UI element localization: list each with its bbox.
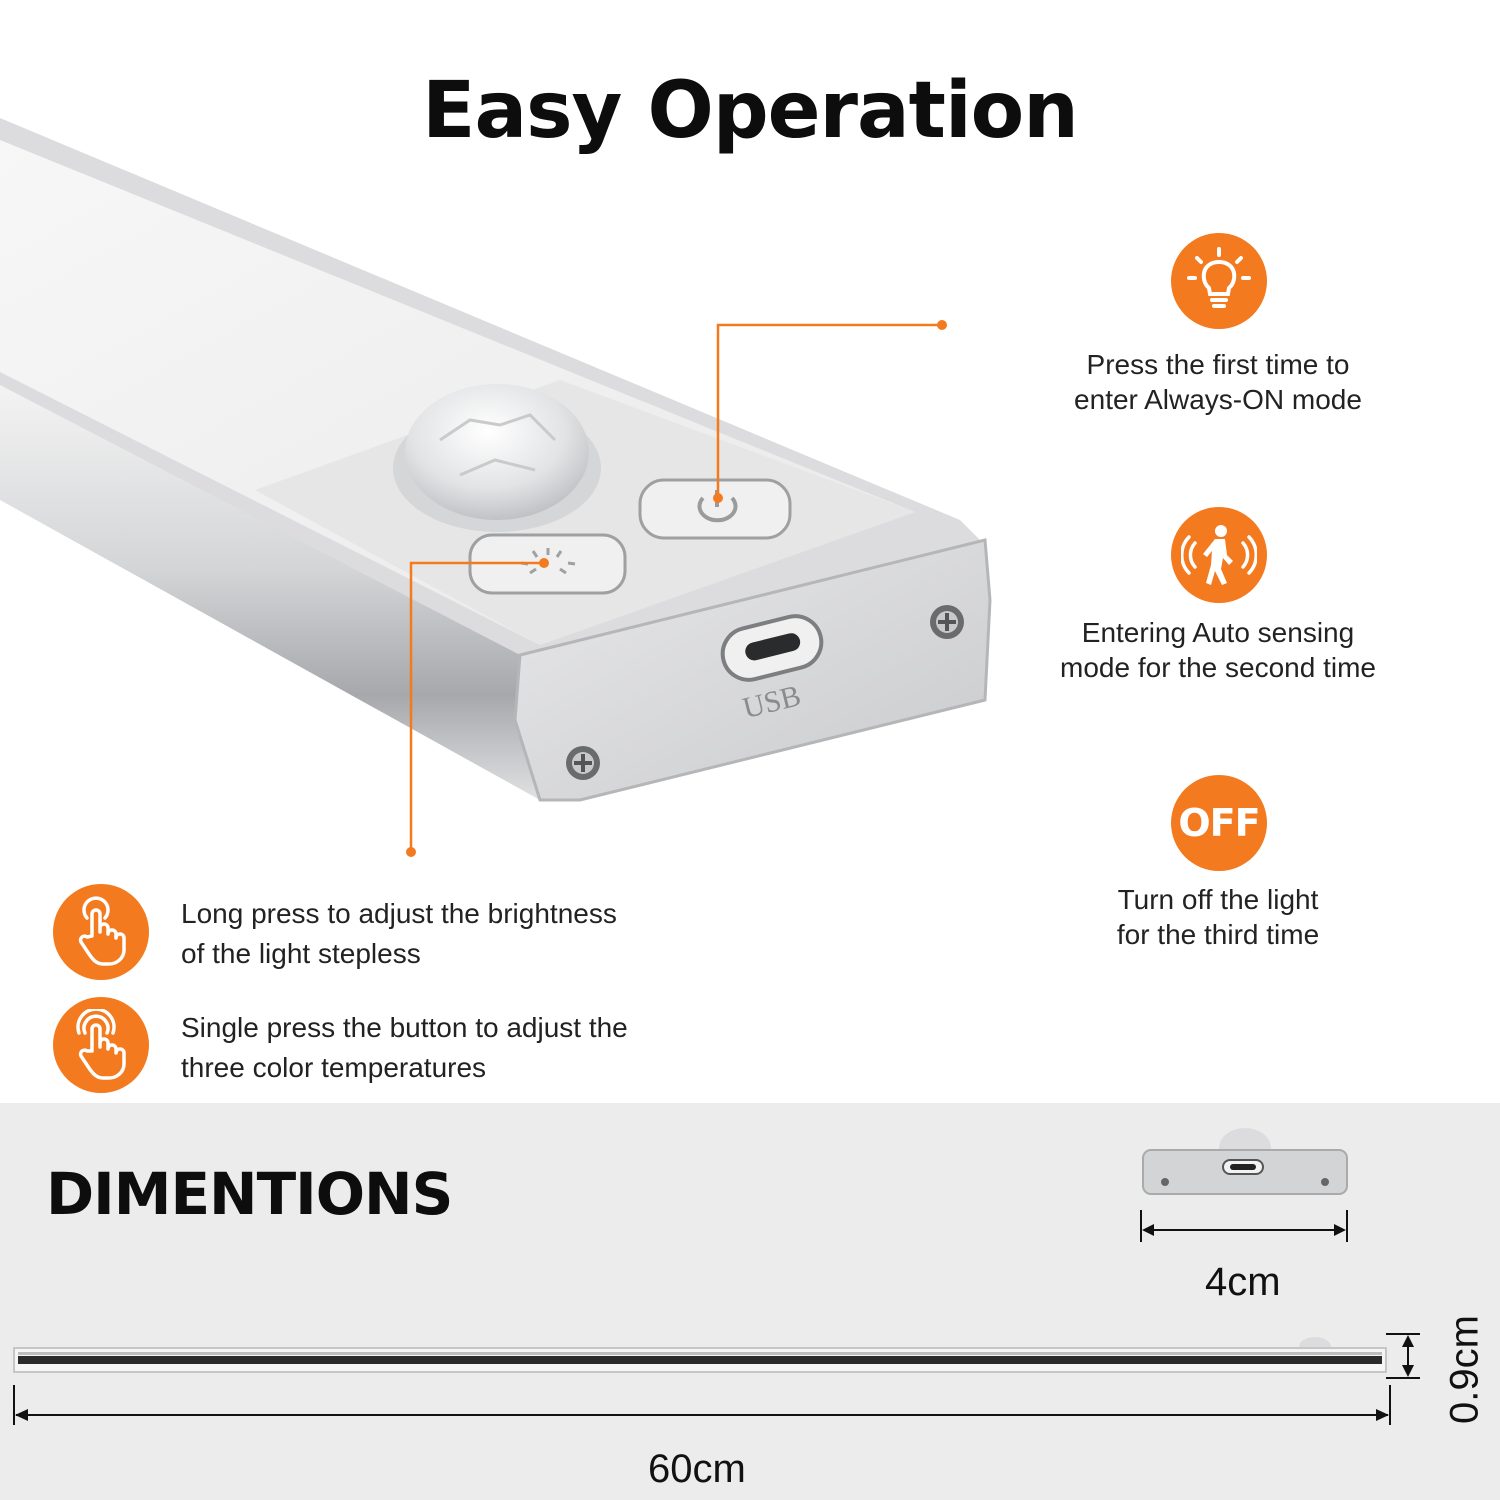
finger-long-press-icon bbox=[53, 884, 149, 980]
power-button-callout bbox=[713, 320, 947, 503]
light-bar-illustration: USB bbox=[0, 118, 992, 857]
power-button[interactable] bbox=[638, 478, 792, 540]
length-dimension-label: 60cm bbox=[648, 1447, 746, 1491]
brightness-button-callout bbox=[406, 558, 549, 857]
mode-auto-sensing-text: Entering Auto sensing mode for the secon… bbox=[1060, 617, 1376, 683]
page-title: Easy Operation bbox=[422, 66, 1079, 156]
mode-off-text: Turn off the light for the third time bbox=[1116, 884, 1320, 950]
end-view-illustration bbox=[1140, 1128, 1348, 1242]
screw-icon bbox=[930, 605, 964, 639]
light-bulb-icon bbox=[1171, 233, 1267, 329]
mode-always-on-text: Press the first time to enter Always-ON … bbox=[1074, 349, 1362, 415]
height-dimension-label: 0.9cm bbox=[1442, 1315, 1487, 1424]
motion-sensor-dome bbox=[393, 384, 601, 532]
width-dimension-label: 4cm bbox=[1205, 1260, 1281, 1304]
screw-icon bbox=[566, 746, 600, 780]
dimensions-title: DIMENTIONS bbox=[46, 1160, 453, 1228]
finger-single-press-icon bbox=[53, 997, 149, 1093]
long-press-text: Long press to adjust the brightness of t… bbox=[181, 898, 617, 969]
single-press-text: Single press the button to adjust the th… bbox=[181, 1012, 628, 1083]
motion-sensor-person-icon bbox=[1171, 507, 1267, 603]
off-icon: OFF bbox=[1171, 775, 1267, 871]
side-view-illustration bbox=[13, 1333, 1420, 1425]
